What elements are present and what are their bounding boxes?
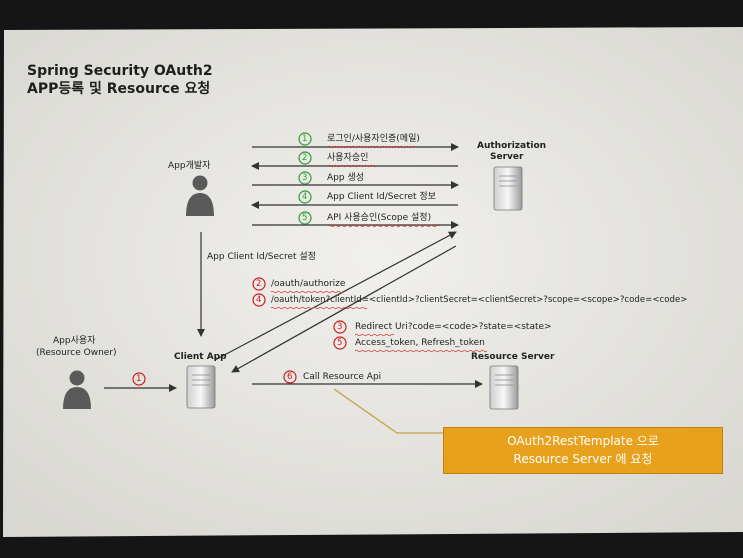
flow-step-3-number: 3: [337, 322, 343, 332]
registration-step-2-number: 2: [302, 153, 308, 163]
flow-step-2-label: /oauth/authorize: [271, 279, 346, 289]
flow-step-6-number: 6: [287, 372, 293, 382]
callout-connector: [333, 388, 443, 434]
resource-server-icon: [489, 365, 519, 410]
registration-step-4-label: App Client Id/Secret 정보: [327, 192, 436, 202]
registration-step-4-number: 4: [302, 192, 308, 202]
slide-title-line-1: Spring Security OAuth2: [27, 63, 213, 79]
slide-title-line-2: APP등록 및 Resource 요청: [27, 81, 211, 97]
callout-line-1: OAuth2RestTemplate 으로: [507, 434, 659, 448]
flow-step-2-number: 2: [256, 279, 262, 289]
screen-surface: [3, 27, 743, 537]
resource-server-label: Resource Server: [471, 352, 555, 362]
flow-step-badges: [132, 277, 347, 386]
arrow-auth-to-client: [231, 245, 457, 373]
app-user-label: App사용자: [53, 336, 96, 346]
authorization-server-label-line-2: Server: [490, 152, 524, 162]
authorization-server-label-line-1: Authorization: [477, 141, 547, 151]
flow-step-4-number: 4: [256, 295, 262, 305]
registration-step-3-label: App 생성: [327, 173, 365, 183]
registration-step-2-label: 사용자승인: [327, 153, 369, 163]
registration-step-1-label: 로그인/사용자인증(메일): [327, 134, 420, 144]
client-app-label: Client App: [174, 352, 227, 362]
registration-step-badges: [298, 132, 312, 225]
flow-step-5-number: 5: [337, 338, 343, 348]
authorization-server-icon: [493, 166, 523, 211]
arrow-client-to-auth: [214, 231, 457, 361]
flow-step-1-number: 1: [136, 374, 142, 384]
registration-step-1-number: 1: [302, 134, 308, 144]
resource-owner-label: (Resource Owner): [36, 348, 117, 358]
client-secret-setup-label: App Client Id/Secret 설정: [207, 252, 316, 262]
registration-step-5-number: 5: [302, 213, 308, 223]
registration-step-3-number: 3: [302, 173, 308, 183]
flow-step-6-label: Call Resource Api: [303, 372, 382, 382]
flow-step-5-label: Access_token, Refresh_token: [355, 338, 485, 348]
app-user-person-icon: [63, 370, 91, 409]
registration-step-5-label: API 사용승인(Scope 설정): [327, 213, 432, 223]
app-developer-label: App개발자: [168, 161, 211, 171]
app-developer-person-icon: [186, 175, 214, 216]
client-app-server-icon: [186, 365, 216, 409]
callout-line-2: Resource Server 에 요청: [513, 452, 653, 466]
flow-step-3-label: Redirect Uri?code=<code>?state=<state>: [355, 322, 552, 332]
oauth2-resttemplate-callout: OAuth2RestTemplate 으로 Resource Server 에 …: [443, 427, 723, 474]
flow-step-4-label: /oauth/token?clientId=<clientId>?clientS…: [271, 295, 688, 305]
